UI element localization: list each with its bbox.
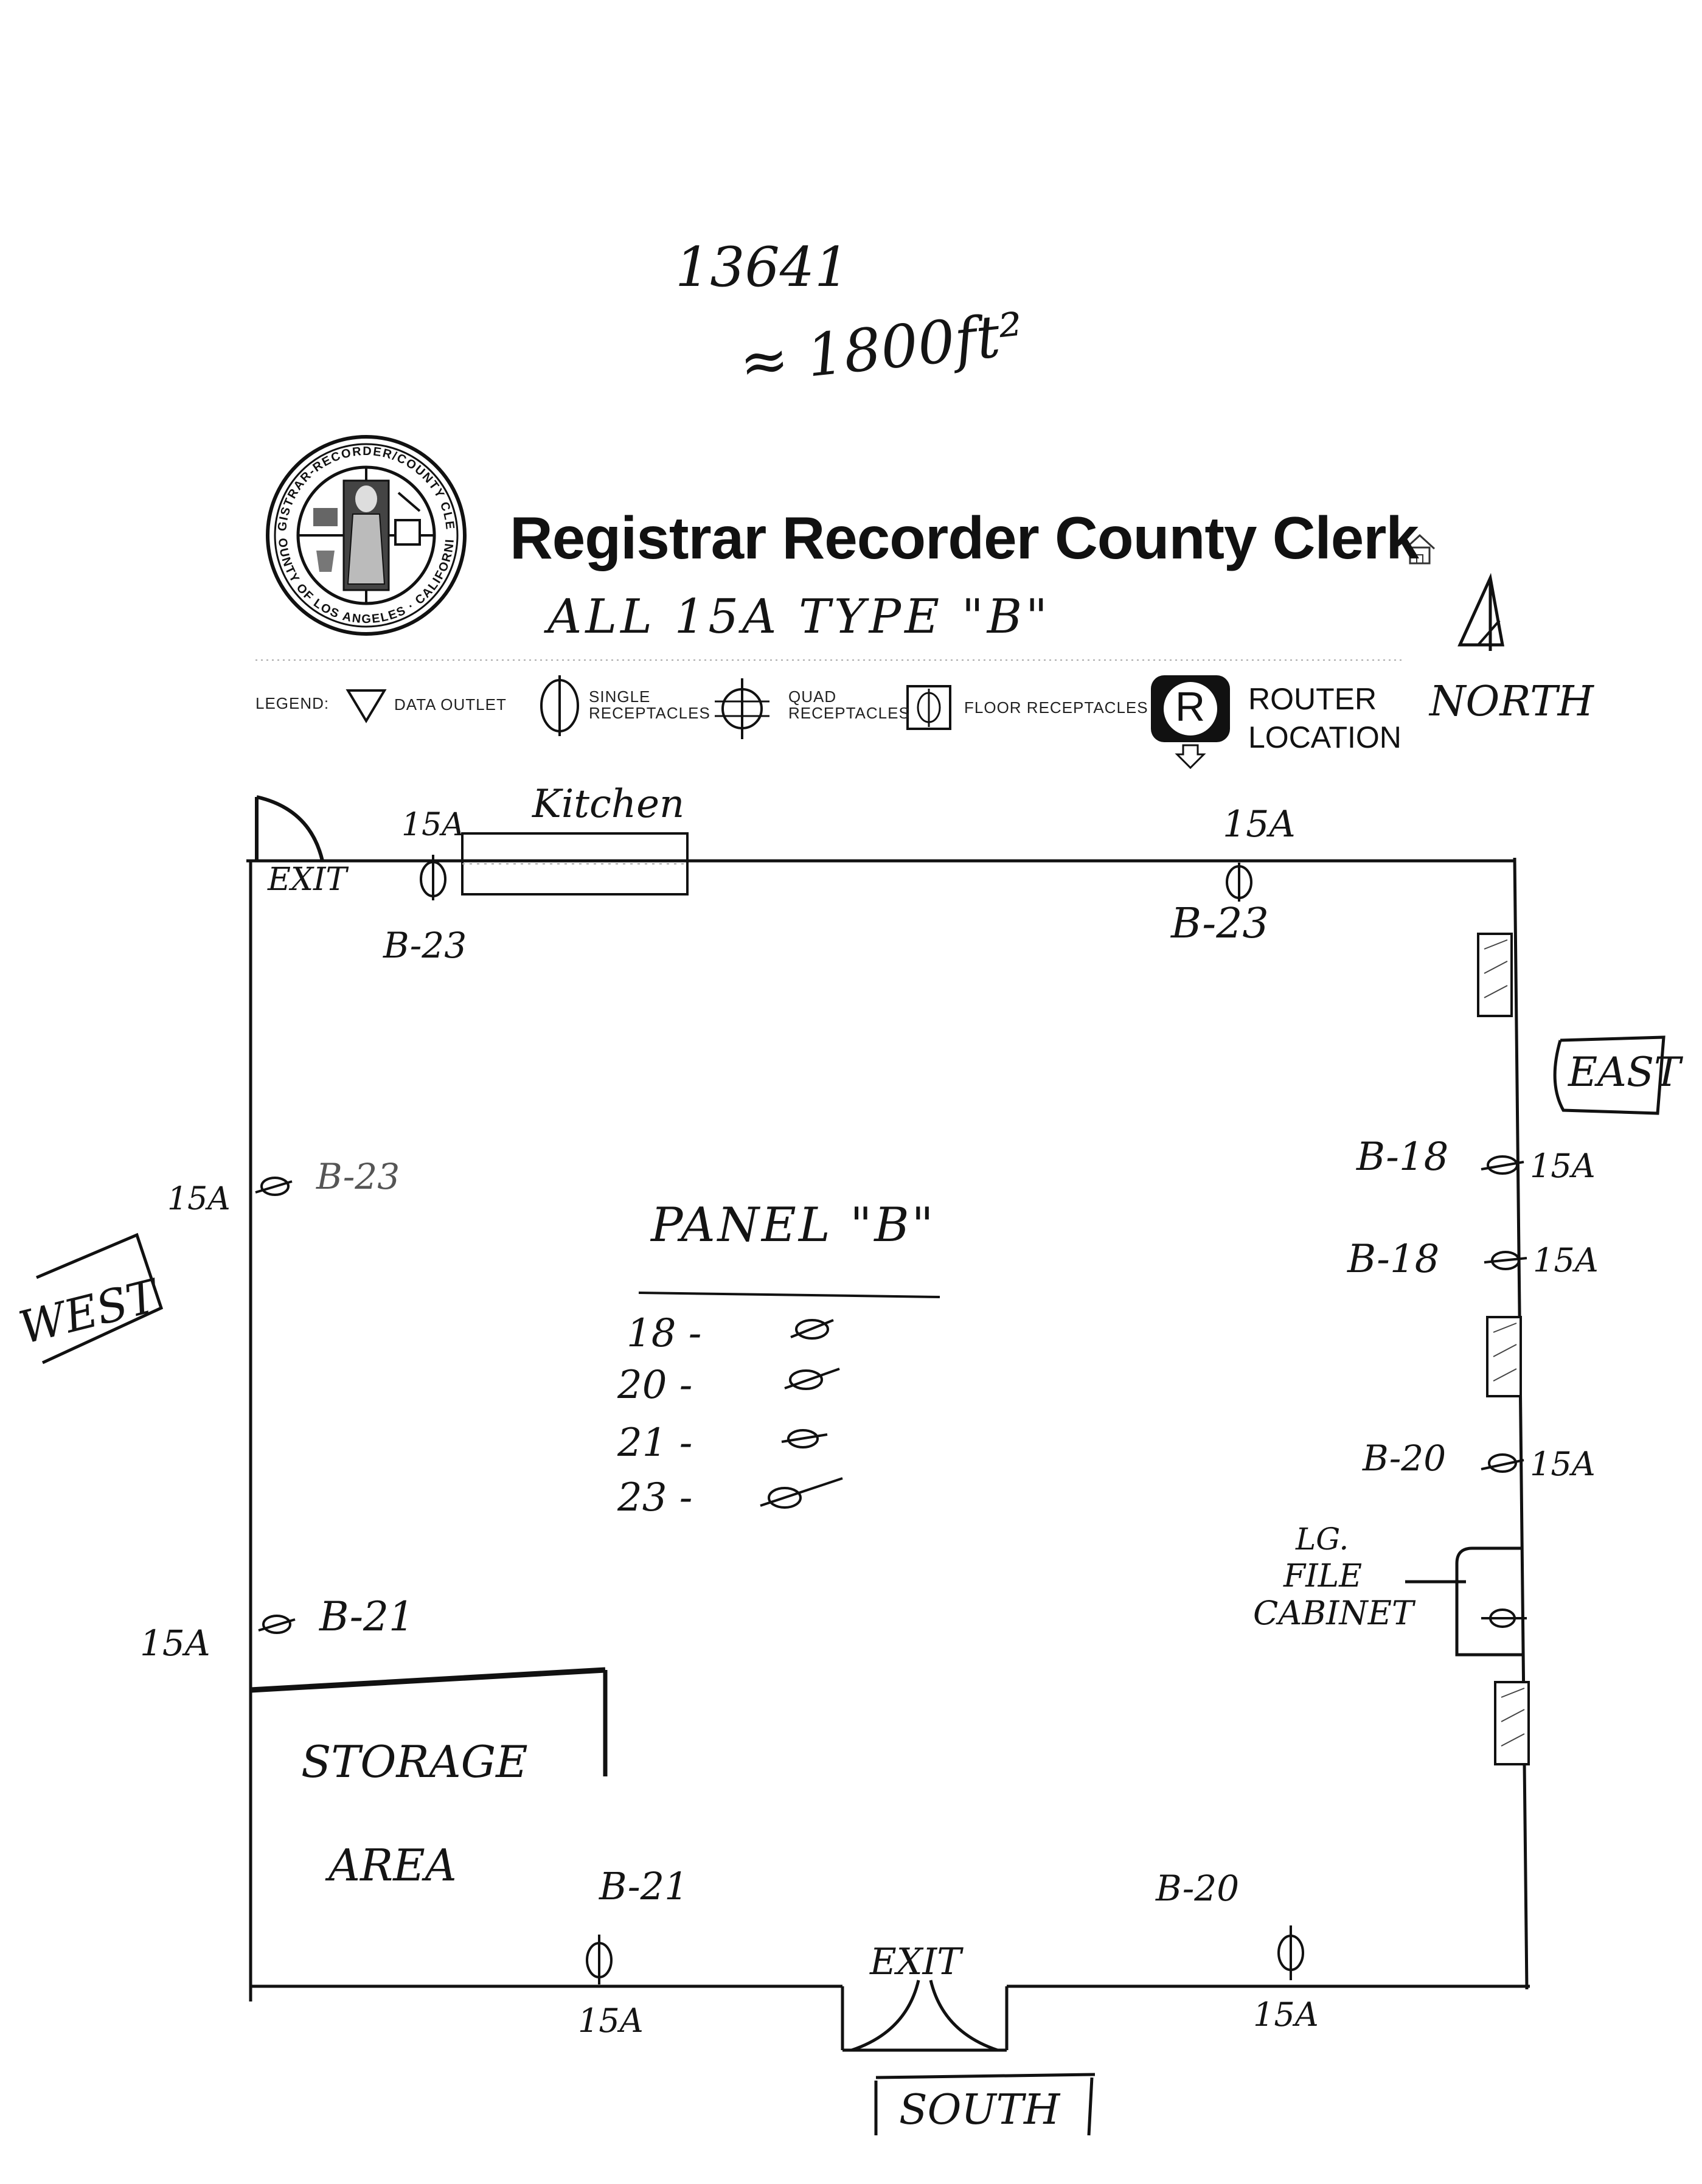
panel-b-schedule-lines [638,1292,940,1509]
page-title: Registrar Recorder County Clerk [510,504,1419,571]
east-2-circuit: B-18 [1347,1237,1440,1282]
south-right-circuit: B-20 [1156,1868,1240,1909]
file-cabinet-label-3: CABINET [1253,1594,1414,1632]
receptacle-symbols [255,855,1527,1984]
storage-walls [250,1667,608,1776]
handwritten-note: ALL 15A TYPE "B" [547,589,1051,644]
west-upper-amp: 15A [167,1181,231,1217]
west-upper-circuit: B-23 [316,1156,400,1197]
exit-door-top [255,795,324,861]
single-receptacle-icon [540,675,579,736]
room-walls [246,857,1530,2001]
legend-router-label: ROUTER LOCATION [1248,682,1402,754]
home-icon [1404,534,1436,565]
north-label: NORTH [1429,678,1594,726]
exit-top-label: EXIT [268,861,347,898]
kitchen-counter [461,832,689,896]
west-lower-circuit: B-21 [319,1593,415,1640]
router-icon [1151,675,1230,770]
east-3-amp: 15A [1530,1445,1596,1483]
south-left-amp: 15A [578,2001,644,2040]
north-right-amp: 15A [1223,803,1296,846]
floor-receptacle-icon [906,685,951,730]
file-cabinet [1405,1546,1524,1657]
county-seal-logo: REGISTRAR-RECORDER/COUNTY CLERK COUNTY O… [0,0,467,636]
legend-data-outlet-label: DATA OUTLET [394,695,507,714]
legend-quad-receptacle-label: QUAD RECEPTACLES [788,687,910,723]
quad-receptacle-icon [715,678,769,739]
east-label: EAST [1568,1049,1681,1096]
storage-label: STORAGE [301,1736,528,1787]
legend-title: LEGEND: [255,694,330,712]
north-left-circuit: B-23 [383,925,467,966]
panel-row-20: 20 - [617,1363,693,1408]
panel-b-title: PANEL "B" [651,1198,936,1253]
file-cabinet-label-1: LG. [1296,1521,1349,1557]
east-windows [1477,933,1530,1765]
east-2-amp: 15A [1533,1241,1599,1279]
east-1-amp: 15A [1530,1147,1596,1185]
panel-row-21: 21 - [617,1421,693,1466]
window-hatching [1484,939,1525,1747]
east-1-circuit: B-18 [1356,1135,1449,1180]
storage-area-label: AREA [328,1840,457,1891]
exit-door-bottom [841,1980,1009,2052]
panel-row-18: 18 - [627,1311,702,1356]
south-right-amp: 15A [1253,1995,1319,2034]
north-left-amp: 15A [401,807,465,843]
kitchen-label: Kitchen [532,782,685,827]
svg-text:REGISTRAR-RECORDER/COUNTY CLER: REGISTRAR-RECORDER/COUNTY CLERK [0,0,457,532]
west-lower-amp: 15A [140,1622,210,1664]
exit-bottom-label: EXIT [870,1941,962,1983]
direction-boxes [36,1035,1666,2136]
file-cabinet-label-2: FILE [1283,1558,1363,1595]
panel-row-23: 23 - [617,1475,693,1520]
legend-single-receptacle-label: SINGLE RECEPTACLES [589,687,710,723]
south-label: SOUTH [899,2086,1060,2134]
south-left-circuit: B-21 [599,1864,689,1908]
north-right-circuit: B-23 [1171,900,1269,948]
data-outlet-triangle-icon [346,689,387,723]
legend-floor-receptacle-label: FLOOR RECEPTACLES [964,698,1148,717]
handwritten-number: 13641 [675,235,850,299]
east-3-circuit: B-20 [1363,1438,1447,1479]
router-letter: R [1175,684,1206,730]
north-arrow-icon [1457,572,1504,651]
